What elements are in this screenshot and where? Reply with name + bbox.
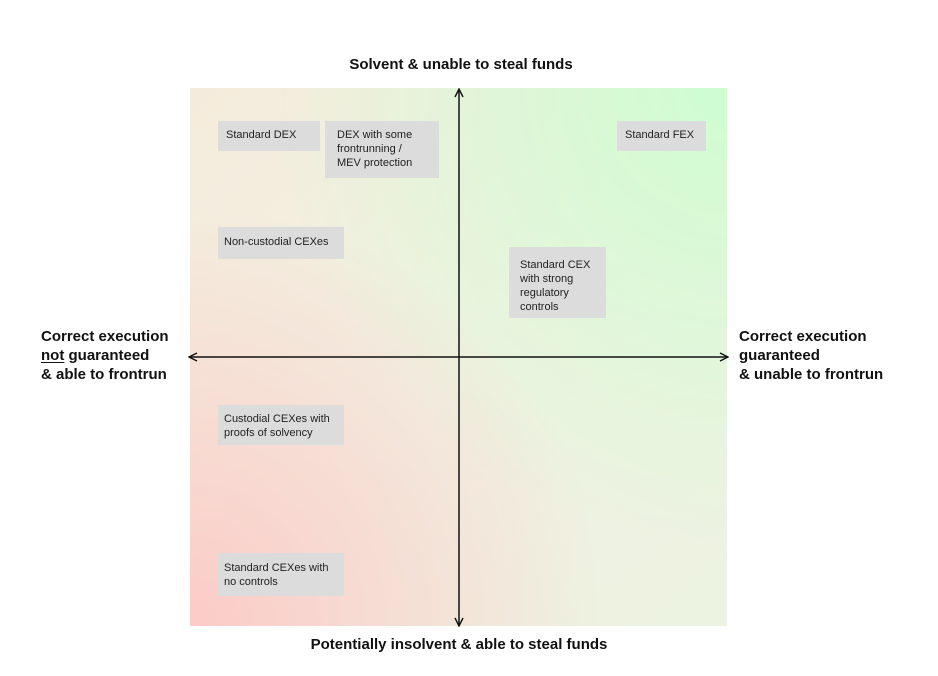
item-standard-dex: Standard DEX — [218, 121, 320, 151]
axis-label-right-line1: Correct execution — [739, 328, 867, 345]
axis-label-left-not: not — [41, 347, 65, 364]
axis-label-left-line3: & able to frontrun — [41, 366, 167, 383]
item-non-custodial-cexes: Non-custodial CEXes — [218, 227, 344, 259]
axis-label-left-guaranteed: guaranteed — [64, 347, 150, 364]
axis-label-top: Solvent & unable to steal funds — [349, 56, 573, 73]
item-dex-mev-protection: DEX with some frontrunning / MEV protect… — [325, 121, 439, 178]
item-standard-cexes-no-controls: Standard CEXes with no controls — [218, 553, 344, 596]
axis-label-right: Correct execution guaranteed & unable to… — [739, 327, 883, 384]
axis-label-right-line3: & unable to frontrun — [739, 366, 884, 383]
item-custodial-cexes-proofs: Custodial CEXes with proofs of solvency — [218, 405, 344, 445]
axis-label-left-line1: Correct execution — [41, 328, 169, 345]
item-standard-cex-regulatory: Standard CEX with strong regulatory cont… — [509, 247, 606, 318]
axis-label-left: Correct execution not guaranteed & able … — [41, 327, 169, 384]
axis-label-left-line2: not guaranteed — [41, 346, 169, 365]
axis-label-right-line2: guaranteed — [739, 347, 820, 364]
axis-label-bottom: Potentially insolvent & able to steal fu… — [310, 636, 608, 653]
item-standard-fex: Standard FEX — [617, 121, 706, 151]
